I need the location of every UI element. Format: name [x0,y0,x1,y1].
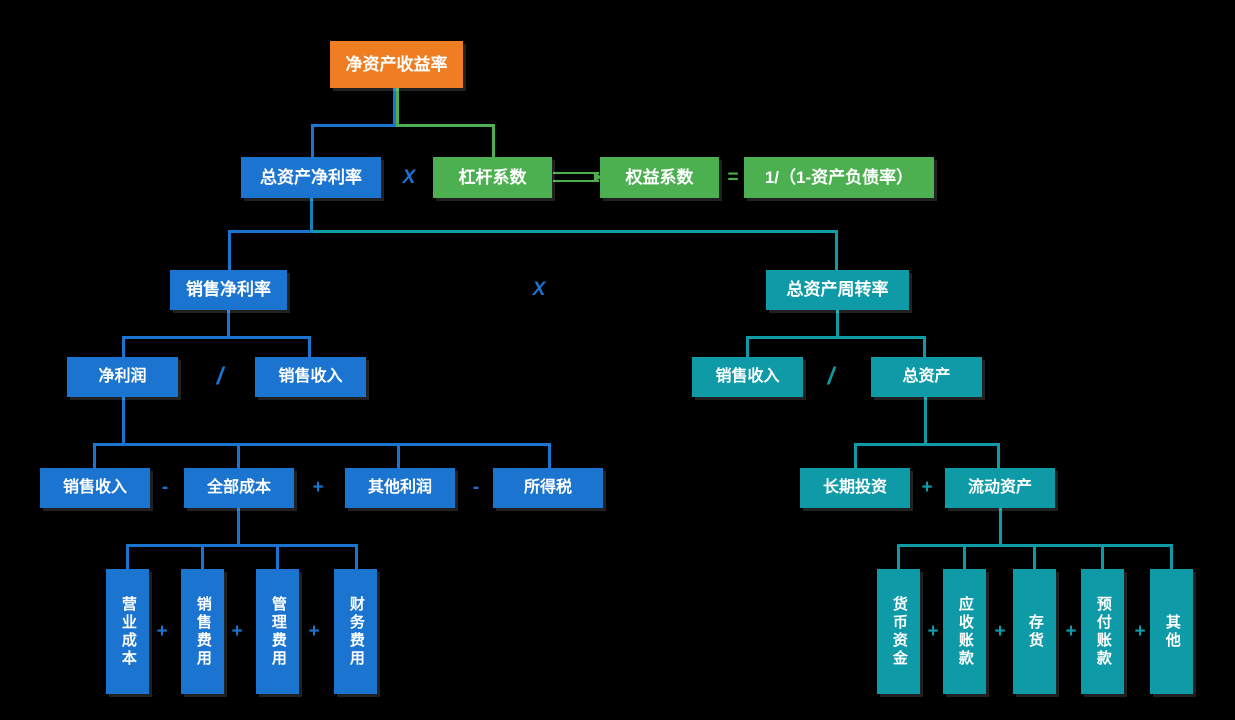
connector-current-assets-stem [999,508,1002,544]
connector-root-stem-green [396,88,399,124]
node-other-profit[interactable]: 其他利润 [345,468,455,508]
operator-plus-inventory: + [994,621,1006,642]
operator-multiply-level3: X [532,279,546,300]
connector-row5r-h [854,443,1000,446]
connector-drop-rev5 [93,443,96,468]
connector-row3-h-left [228,230,313,233]
node-selling-expense[interactable]: 销售费用 [181,569,224,694]
connector-drop-asset-turnover [835,230,838,271]
connector-drop-net-margin [228,230,231,271]
connector-row4l-h [122,336,311,339]
connector-drop-sell-exp [201,544,204,569]
node-accounts-receivable[interactable]: 应收账款 [943,569,986,694]
connector-drop-other5 [397,443,400,468]
node-sales-revenue-margin[interactable]: 销售收入 [255,357,366,397]
node-other-assets[interactable]: 其他 [1150,569,1193,694]
connector-drop-inventory [1033,544,1036,569]
connector-drop-tax5 [548,443,551,468]
node-monetary-funds[interactable]: 货币资金 [877,569,920,694]
connector-drop-receivable [963,544,966,569]
node-current-assets[interactable]: 流动资产 [945,468,1055,508]
node-total-asset-turnover[interactable]: 总资产周转率 [766,270,909,310]
operator-divide-level4-left: / [216,363,224,390]
node-long-term-investment[interactable]: 长期投资 [800,468,910,508]
connector-drop-other-asset [1170,544,1173,569]
node-inventory[interactable]: 存货 [1013,569,1056,694]
connector-drop-cost5 [237,443,240,468]
connector-total-assets-stem [924,397,927,443]
connector-total-cost-stem [237,508,240,544]
connector-row6l-h [126,544,358,547]
connector-drop-leverage [492,124,495,158]
connector-net-margin-stem [227,310,230,336]
operator-plus-other-profit: + [312,477,324,498]
connector-root-h-right [396,124,495,127]
node-prepaid-accounts[interactable]: 预付账款 [1081,569,1124,694]
connector-drop-admin-exp [276,544,279,569]
node-return-on-equity[interactable]: 净资产收益率 [330,41,463,88]
connector-drop-total-assets [923,336,926,358]
node-total-cost[interactable]: 全部成本 [184,468,294,508]
node-leverage-coefficient[interactable]: 杠杆系数 [433,157,552,198]
operator-plus-other-assets: + [1134,621,1146,642]
node-net-profit[interactable]: 净利润 [67,357,178,397]
connector-drop-longterm [854,443,857,468]
connector-drop-fin-exp [355,544,358,569]
node-income-tax[interactable]: 所得税 [493,468,603,508]
connector-roa-stem [310,197,313,230]
node-net-profit-margin[interactable]: 销售净利率 [170,270,287,310]
operator-plus-current-assets: + [921,477,933,498]
operator-plus-accounts-receivable: + [927,621,939,642]
connector-arrow-bottom-line [553,180,599,182]
connector-root-h-left [311,124,396,127]
node-admin-expense[interactable]: 管理费用 [256,569,299,694]
connector-drop-cash [897,544,900,569]
node-equity-multiplier[interactable]: 权益系数 [600,157,719,198]
node-total-assets[interactable]: 总资产 [871,357,982,397]
operator-divide-level4-right: / [827,363,835,390]
connector-drop-op-cost [126,544,129,569]
operator-plus-prepaid-accounts: + [1065,621,1077,642]
connector-drop-sales-revenue-r [746,336,749,358]
operator-plus-admin-expense: + [231,621,243,642]
connector-asset-turnover-stem [836,310,839,336]
connector-root-stem-blue [393,88,396,124]
node-finance-expense[interactable]: 财务费用 [334,569,377,694]
connector-row4r-h [746,336,926,339]
node-sales-revenue-breakdown[interactable]: 销售收入 [40,468,150,508]
connector-drop-current [997,443,1000,468]
connector-arrow-top-line [553,172,599,174]
connector-drop-sales-revenue-l [308,336,311,358]
arrow-head-icon [594,172,602,182]
node-sales-revenue-turnover[interactable]: 销售收入 [692,357,803,397]
operator-equals-level2: = [727,167,739,188]
operator-minus-income-tax: - [472,477,480,498]
connector-row3-h-right [311,230,838,233]
operator-plus-selling-expense: + [156,621,168,642]
node-return-on-assets[interactable]: 总资产净利率 [241,157,381,198]
operator-multiply-level2: X [402,167,416,188]
connector-net-profit-stem [122,397,125,443]
operator-plus-finance-expense: + [308,621,320,642]
operator-minus-total-cost: - [161,477,169,498]
connector-row5l-h [93,443,551,446]
connector-drop-net-profit [122,336,125,358]
connector-drop-roa [311,124,314,158]
node-leverage-formula[interactable]: 1/（1-资产负债率） [744,157,934,198]
node-operating-cost[interactable]: 营业成本 [106,569,149,694]
connector-drop-prepaid [1101,544,1104,569]
